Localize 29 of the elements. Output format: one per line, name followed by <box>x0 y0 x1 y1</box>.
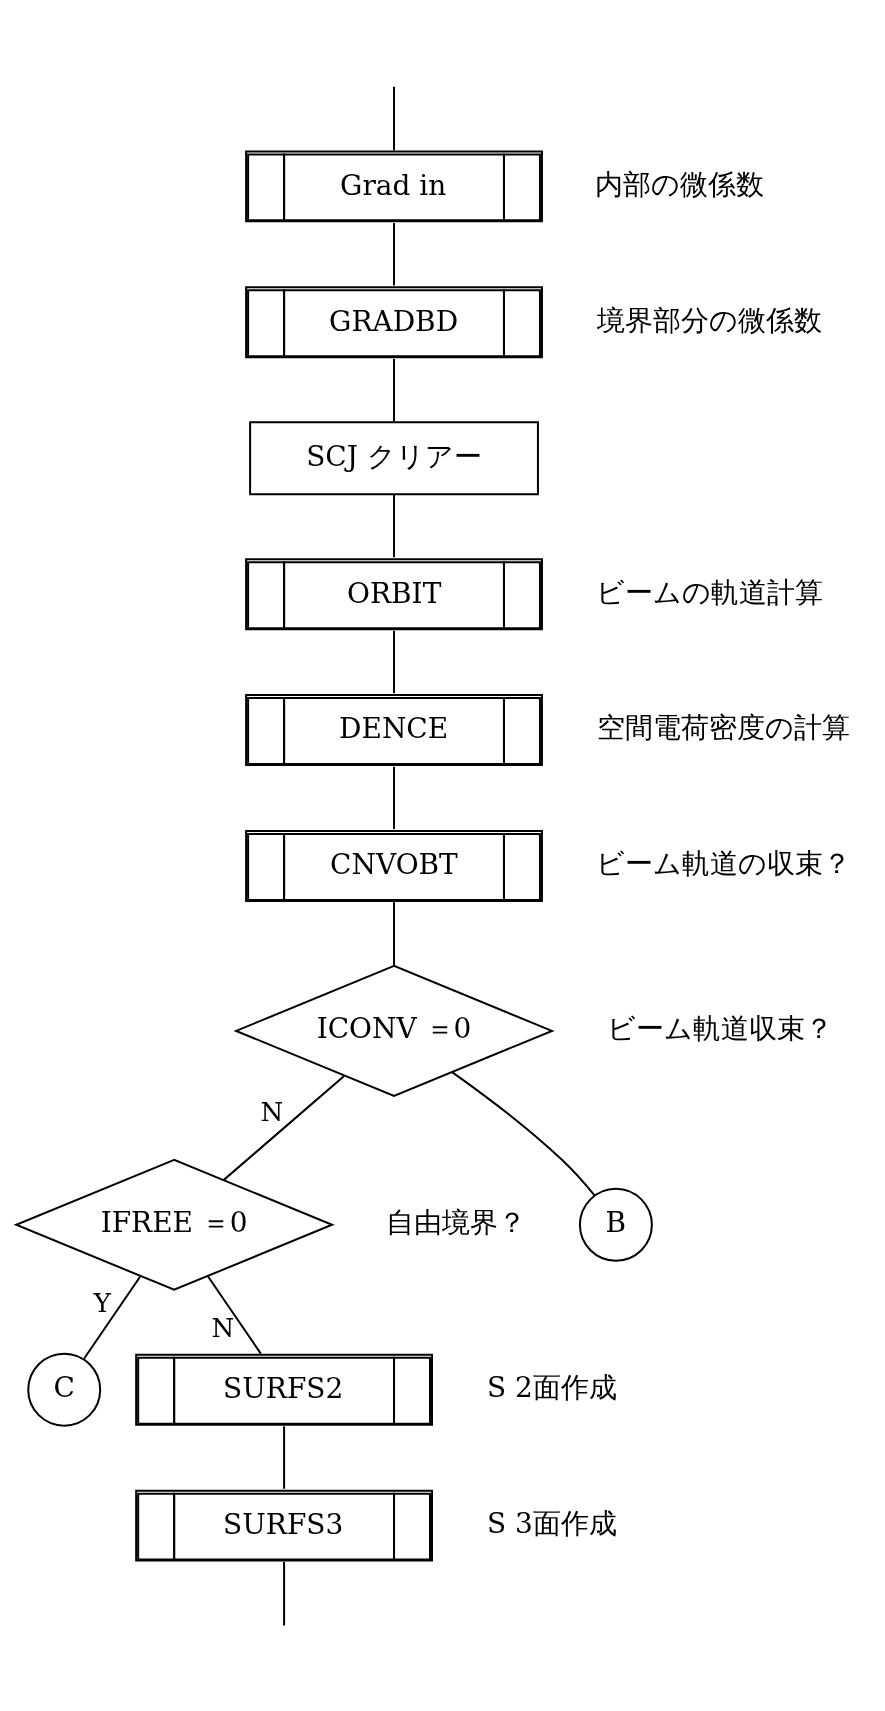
connector <box>283 1560 286 1626</box>
node-label: ビーム軌道の収束？ <box>596 846 852 880</box>
node-label: S 2面作成 <box>487 1370 617 1404</box>
connector <box>206 1274 262 1355</box>
node-label: S 3面作成 <box>487 1506 617 1540</box>
connector <box>451 1070 596 1196</box>
node-box: SCJ クリアー <box>249 420 539 495</box>
connector <box>393 765 396 830</box>
connector <box>393 357 396 422</box>
connector <box>222 1074 346 1181</box>
node-circle: C <box>27 1352 102 1427</box>
edge-label: N <box>211 1312 235 1343</box>
connector <box>393 221 396 286</box>
edge-label: N <box>260 1096 284 1127</box>
node-label: 空間電荷密度の計算 <box>597 710 851 744</box>
connector <box>83 1274 142 1359</box>
node-label: ビーム軌道収束？ <box>606 1011 833 1045</box>
node-label: 内部の微係数 <box>595 167 765 201</box>
node-label: ビームの軌道計算 <box>596 575 824 609</box>
connector <box>393 629 396 694</box>
node-label: 境界部分の微係数 <box>597 303 823 337</box>
node-diamond: ICONV ＝0 <box>233 964 555 1097</box>
node-label: 自由境界？ <box>385 1205 526 1239</box>
connector <box>283 1424 286 1490</box>
node-circle: B <box>578 1187 653 1262</box>
node-diamond: IFREE ＝0 <box>13 1158 335 1291</box>
connector <box>393 493 396 558</box>
connector <box>393 85 396 151</box>
connector <box>393 900 396 967</box>
